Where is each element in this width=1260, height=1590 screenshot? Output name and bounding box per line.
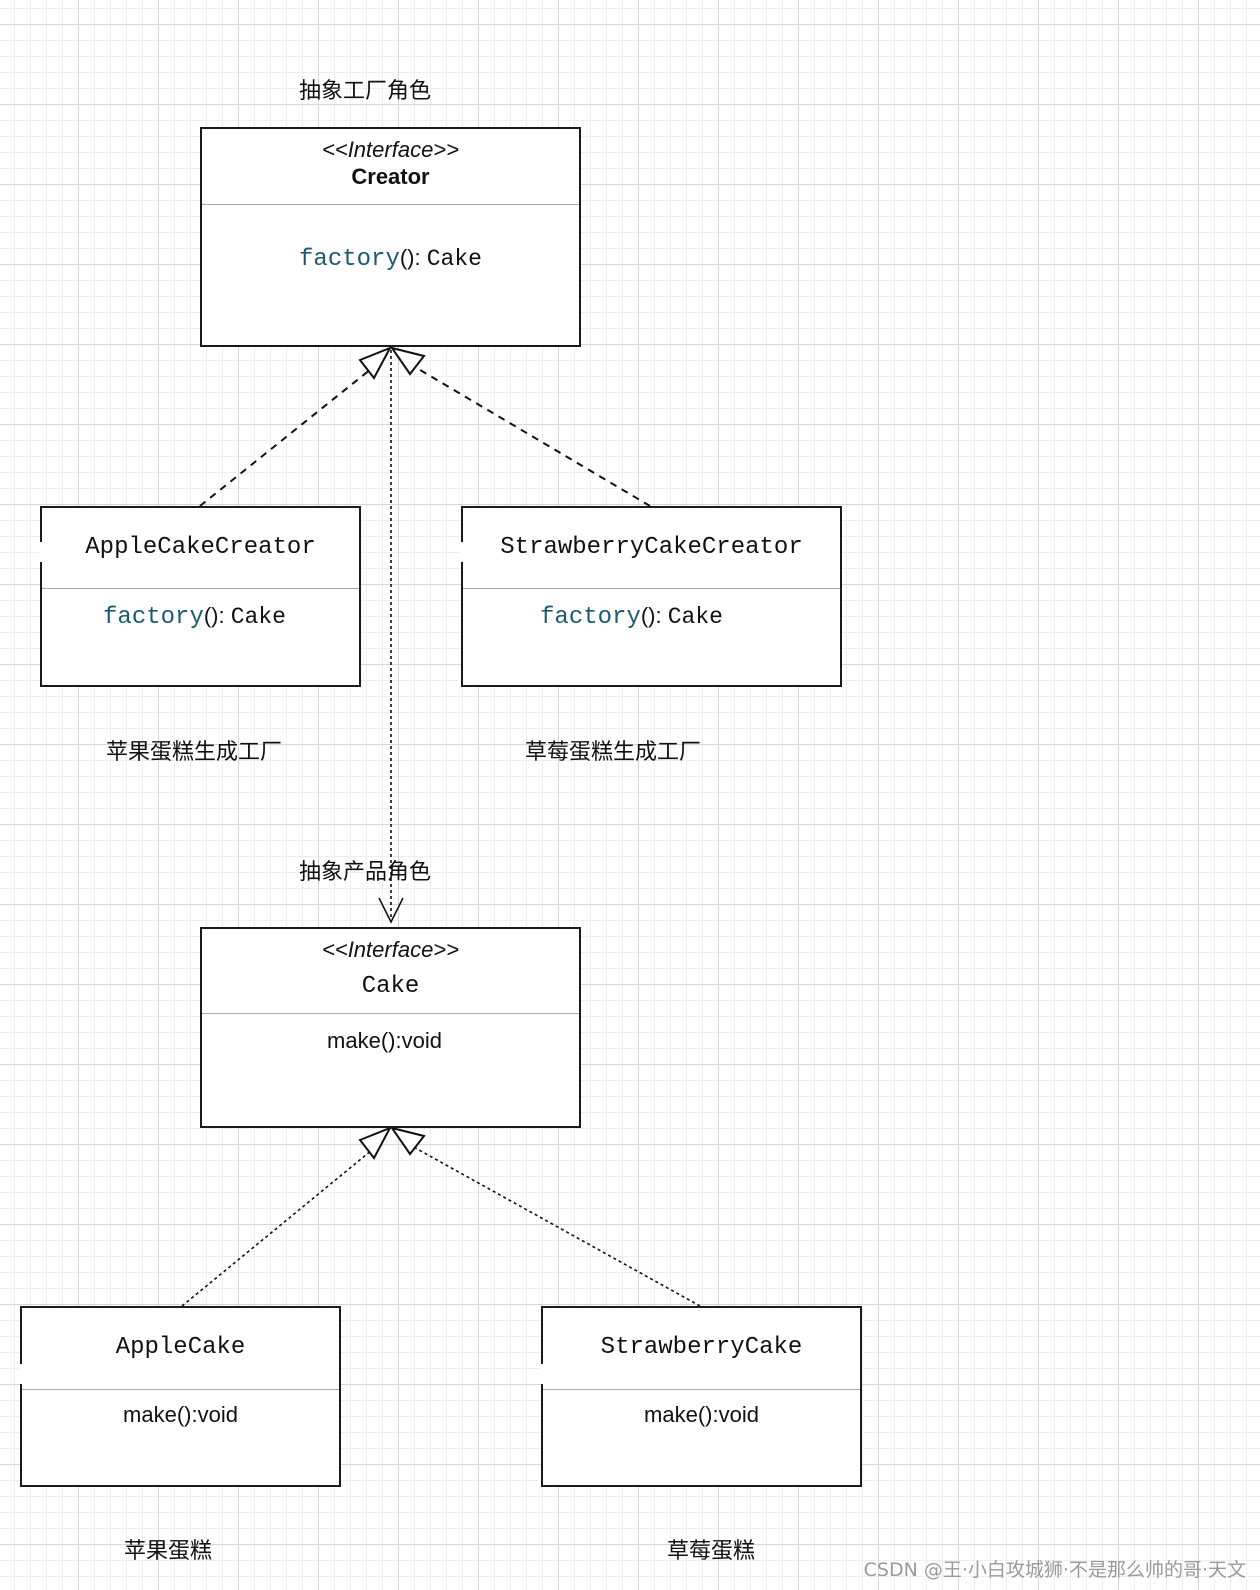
caption-apple-cake: 苹果蛋糕 (124, 1539, 213, 1564)
class-name: AppleCakeCreator (85, 534, 316, 561)
class-creator[interactable]: <<Interface>> Creator factory(): Cake (200, 127, 581, 347)
method-return-type: Cake (667, 604, 723, 630)
class-header: <<Interface>> Creator (202, 129, 579, 205)
class-methods: factory(): Cake (42, 589, 359, 685)
method-name: factory (540, 604, 641, 631)
arrowhead-hollow-triangle (389, 346, 426, 376)
method-make: make():void (123, 1402, 238, 1427)
method-make: make():void (327, 1028, 442, 1053)
watermark: CSDN @王·小白攻城狮·不是那么帅的哥·天文 (863, 1559, 1246, 1581)
class-cake[interactable]: <<Interface>> Cake make():void (200, 927, 581, 1128)
arrowhead-hollow-triangle (358, 1126, 393, 1160)
arrowhead-hollow-triangle (389, 1126, 426, 1156)
class-name: AppleCake (115, 1334, 246, 1361)
border-gap (19, 1364, 25, 1384)
method-factory: factory(): Cake (463, 603, 840, 631)
method-factory: factory(): Cake (202, 245, 579, 273)
edge-strawberrycake-to-cake (409, 1144, 701, 1307)
class-methods: make():void (202, 1014, 579, 1126)
class-name: StrawberryCakeCreator (500, 534, 803, 561)
border-gap (540, 1364, 546, 1384)
class-methods: make():void (22, 1390, 339, 1485)
class-header: AppleCakeCreator (42, 508, 359, 589)
class-header: StrawberryCakeCreator (463, 508, 840, 589)
method-factory: factory(): Cake (42, 603, 359, 631)
class-header: <<Interface>> Cake (202, 929, 579, 1014)
edge-strawberrycakecreator-to-creator (409, 363, 651, 507)
method-return-type: Cake (426, 246, 482, 272)
arrowhead-hollow-triangle (358, 346, 393, 380)
class-name: Cake (361, 973, 420, 1000)
method-params: (): (399, 245, 427, 270)
method-make: make():void (644, 1402, 759, 1427)
method-params: (): (203, 603, 231, 628)
class-methods: factory(): Cake (463, 589, 840, 685)
caption-abstract-factory: 抽象工厂角色 (299, 79, 432, 104)
method-name: factory (103, 604, 204, 631)
caption-apple-factory: 苹果蛋糕生成工厂 (106, 740, 283, 765)
class-methods: make():void (543, 1390, 860, 1485)
method-return-type: Cake (230, 604, 286, 630)
border-gap (39, 542, 45, 562)
edge-applecake-to-cake (181, 1149, 373, 1307)
class-applecake[interactable]: AppleCake make():void (19, 1306, 341, 1487)
method-params: (): (640, 603, 668, 628)
caption-strawberry-cake: 草莓蛋糕 (667, 1539, 756, 1564)
arrowhead-open (378, 897, 404, 924)
class-header: StrawberryCake (543, 1308, 860, 1390)
class-strawberrycake[interactable]: StrawberryCake make():void (540, 1306, 862, 1487)
class-name: StrawberryCake (600, 1334, 803, 1361)
class-strawberrycakecreator[interactable]: StrawberryCakeCreator factory(): Cake (460, 506, 842, 687)
stereotype-label: <<Interface>> (322, 137, 459, 162)
border-gap (460, 542, 466, 562)
edge-applecakecreator-to-creator (199, 368, 372, 507)
method-name: factory (299, 246, 400, 273)
class-name: Creator (351, 164, 430, 189)
stereotype-label: <<Interface>> (322, 937, 459, 962)
class-methods: factory(): Cake (202, 205, 579, 345)
class-applecakecreator[interactable]: AppleCakeCreator factory(): Cake (39, 506, 361, 687)
caption-strawberry-factory: 草莓蛋糕生成工厂 (525, 740, 702, 765)
caption-abstract-product: 抽象产品角色 (299, 860, 432, 885)
class-header: AppleCake (22, 1308, 339, 1390)
